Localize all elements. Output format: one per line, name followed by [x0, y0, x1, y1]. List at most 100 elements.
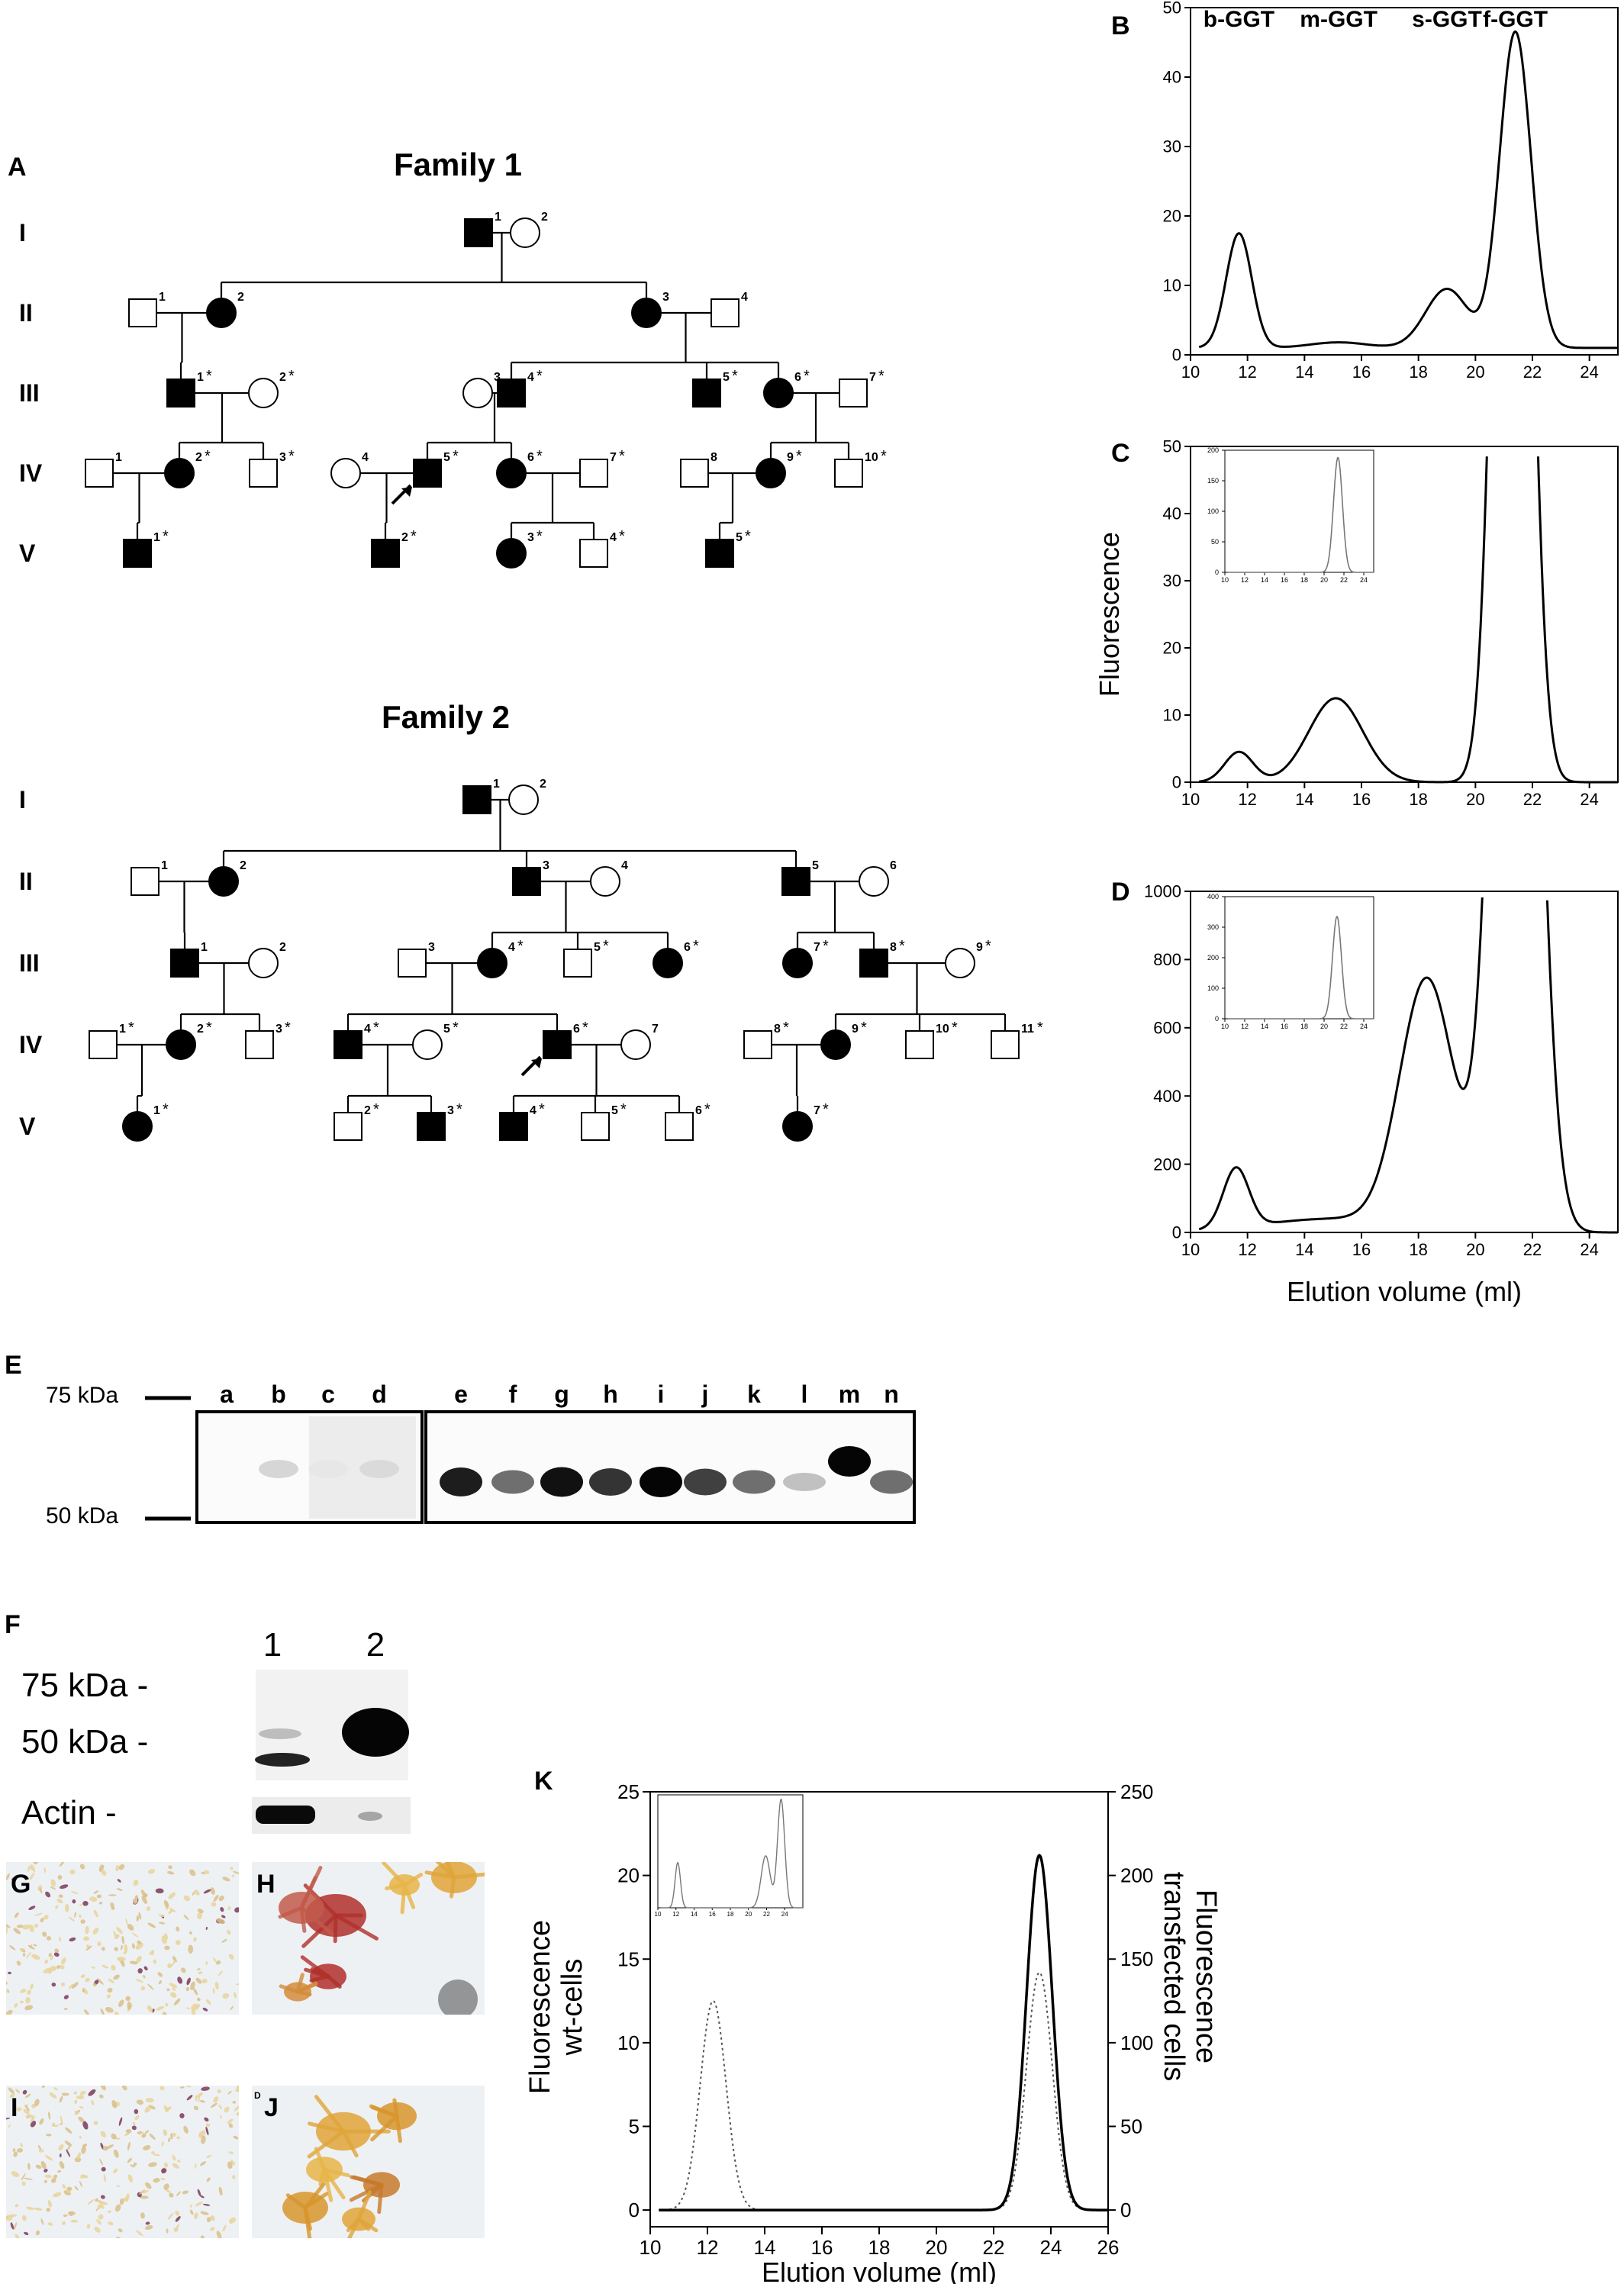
cell [39, 2118, 44, 2125]
cell [27, 2163, 31, 2170]
x-tick-label: 14 [1295, 790, 1313, 809]
cell [14, 1912, 19, 1918]
cell [144, 2182, 152, 2189]
cell-process [326, 1974, 342, 1989]
genotyped-asterisk: * [206, 1020, 212, 1036]
genotyped-asterisk: * [704, 1101, 710, 1118]
y-tick-label: 100 [1207, 507, 1219, 515]
cell [71, 1891, 79, 1895]
y-tick-label: 30 [1163, 137, 1181, 156]
x-tick-label: 12 [1241, 1023, 1249, 1030]
cell [205, 2123, 211, 2128]
bubble-artifact [438, 1980, 478, 2015]
x-tick-label: 18 [1409, 1240, 1427, 1259]
y-axis-label-right: transfected cells [1158, 1872, 1190, 2082]
cell [230, 2159, 236, 2166]
cell [131, 2125, 137, 2131]
y-tick-label: 20 [617, 1864, 640, 1887]
x-tick-label: 20 [1320, 1023, 1328, 1030]
peak-annotation: s-GGT [1412, 7, 1482, 32]
cell [226, 1929, 231, 1935]
plot-frame [1224, 896, 1374, 1020]
individual-number: 3 [527, 531, 534, 544]
cell [59, 1884, 69, 1889]
unaffected-male-symbol [710, 298, 740, 327]
individual-number: 7 [814, 1104, 820, 1117]
x-tick-label: 10 [1221, 1023, 1229, 1030]
cell [192, 1891, 195, 1896]
genotyped-asterisk: * [288, 368, 295, 385]
cell [125, 2131, 129, 2136]
unaffected-male-symbol [743, 1030, 772, 1059]
x-tick-label: 24 [1580, 790, 1598, 809]
cell [118, 1999, 124, 2008]
cell [183, 1895, 191, 1902]
cell [40, 2218, 44, 2225]
cell-process [322, 2167, 334, 2202]
cell [118, 2228, 123, 2233]
cell [83, 2009, 89, 2015]
cell [167, 2212, 174, 2220]
cell [114, 1934, 120, 1940]
genotyped-asterisk: * [823, 1101, 829, 1118]
cell [80, 1974, 85, 1978]
cell [50, 1886, 56, 1890]
affected-male-symbol [781, 867, 810, 896]
cell [216, 2231, 222, 2238]
x-tick-label: 16 [709, 1911, 716, 1918]
cell [89, 1896, 98, 1902]
cell [172, 2154, 176, 2161]
cell [35, 2230, 40, 2236]
cell [66, 2149, 71, 2157]
cell [13, 2222, 18, 2231]
cell [76, 2152, 82, 2160]
cell [47, 1970, 53, 1974]
x-tick-label: 12 [1241, 576, 1249, 584]
unaffected-female-symbol [590, 866, 620, 897]
cell [168, 1865, 172, 1870]
cell [222, 1876, 230, 1882]
x-tick-label: 10 [1221, 576, 1229, 584]
individual-number: 2 [279, 371, 286, 384]
affected-female-symbol [166, 1029, 196, 1060]
cell [34, 1912, 43, 1916]
affected-male-symbol [497, 379, 526, 408]
cell-process [370, 2105, 399, 2118]
cell [133, 2162, 137, 2166]
cell [173, 1998, 181, 2005]
cell [205, 1960, 208, 1966]
cell [42, 1931, 47, 1938]
cell [114, 2012, 121, 2015]
individual-number: 3 [428, 941, 435, 954]
cell [79, 2135, 82, 2139]
generation-label: III [19, 379, 40, 407]
cell [82, 2121, 89, 2130]
cell [233, 2135, 239, 2140]
cell [101, 1870, 107, 1876]
cell [195, 1977, 202, 1984]
cell [51, 2125, 59, 2128]
x-tick-label: 16 [1352, 1240, 1371, 1259]
plot-frame [1190, 891, 1619, 1233]
individual-number: 2 [195, 451, 202, 464]
cell-process [435, 1862, 456, 1880]
lane-label: f [509, 1380, 517, 1408]
cell [234, 1992, 237, 1999]
genotyped-asterisk: * [619, 448, 625, 465]
cell [213, 1895, 219, 1902]
cell [93, 2121, 98, 2125]
cell [143, 2145, 151, 2150]
individual-number: 9 [976, 941, 983, 954]
micrograph-i [6, 2086, 239, 2238]
x-axis-label: Elution volume (ml) [762, 2257, 997, 2284]
cell-process [445, 1862, 456, 1880]
cell [146, 1905, 151, 1912]
cell [200, 2211, 209, 2215]
cell [58, 1937, 62, 1942]
cell [14, 2234, 20, 2238]
cell [131, 1943, 135, 1949]
cell [119, 2198, 124, 2205]
y2-tick-label: 50 [1120, 2115, 1142, 2137]
lane-label: 2 [366, 1626, 385, 1664]
